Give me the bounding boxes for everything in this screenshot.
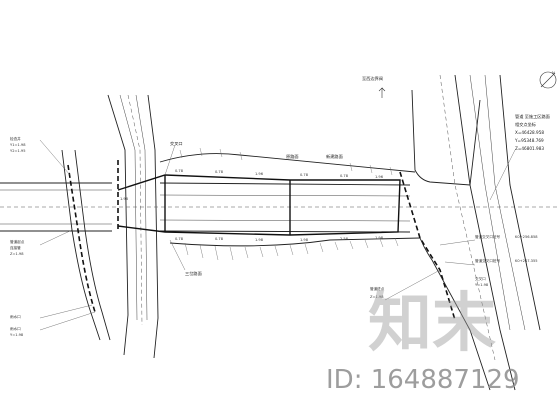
label-bottom-center-1: 三岔路面 — [185, 270, 202, 277]
dimension-label: 0.78 — [340, 174, 349, 178]
label-top-right-2: 相交点坐标 — [515, 121, 536, 128]
right-diagonal-road — [411, 74, 541, 391]
label-top-right-coord-x: X=46428.958 — [515, 130, 544, 135]
label-road-note-1: 原路面 — [286, 153, 299, 160]
annotation-labels: 管道 至施工区路面 相交点坐标 X=46428.958 Y=95348.769 … — [10, 113, 550, 337]
label-bottom-left-2: 雨水口 — [10, 326, 21, 331]
dimension-labels: 0.78 0.78 1.96 0.78 0.78 1.96 0.78 0.78 1.98 1.98… — [120, 169, 384, 242]
dimension-label: 0.78 — [175, 237, 184, 241]
label-left-note-2: 连接管 — [10, 245, 21, 250]
dimension-label: 1.96 — [375, 175, 384, 179]
watermark-id: ID: 164887129 — [326, 365, 520, 395]
label-right-mid-1: 管道交叉口桩号 — [475, 234, 501, 239]
label-right-mid-5: 交叉口 — [475, 276, 486, 281]
label-bottom-center-2: 管道终点 — [370, 286, 385, 291]
label-bottom-center-3: Z=1.98 — [370, 295, 384, 299]
label-left-group-3: Y2=1.95 — [10, 149, 26, 153]
dimension-label: 2.58 — [340, 237, 349, 241]
label-top-right-1: 管道 至施工区路面 — [515, 113, 550, 120]
main-road-horizontal — [0, 153, 560, 247]
dimension-label: 0.78 — [215, 237, 224, 241]
dimension-label: 1.98 — [375, 236, 384, 240]
label-top-right-coord-y: Y=95348.769 — [514, 138, 544, 143]
vertical-road-left — [107, 94, 159, 359]
leader-lines — [39, 139, 516, 331]
label-right-mid-4: K0+247.355 — [515, 259, 538, 263]
label-left-group-2: Y1=1.98 — [10, 143, 26, 147]
label-right-mid-3: 管道交叉口桩号 — [475, 258, 501, 263]
north-label: N — [552, 71, 555, 75]
direction-label: 至西边界阀 — [362, 75, 383, 82]
dimension-label: 1.98 — [255, 238, 264, 242]
label-top-right-elev: Z=46801.983 — [515, 146, 544, 151]
direction-arrow: 至西边界阀 — [362, 75, 386, 98]
label-bottom-left-3: Y=1.98 — [10, 333, 24, 337]
label-right-mid-6: Y=1.98 — [475, 283, 489, 287]
label-right-mid-2: K0+256.858 — [515, 235, 538, 239]
label-left-note-3: Z=1.98 — [10, 252, 24, 256]
dimension-label: 1.98 — [120, 197, 129, 201]
dimension-label: 1.96 — [255, 172, 264, 176]
label-road-note-left: 交叉口 — [170, 140, 183, 147]
dimension-label: 0.78 — [175, 169, 184, 173]
watermark: 知末 ID: 164887129 — [326, 287, 520, 395]
label-road-note-2: 新建路面 — [326, 153, 343, 160]
dimension-label: 0.78 — [215, 170, 224, 174]
pipe-network — [117, 160, 456, 321]
label-left-group-1: 检查井 — [10, 136, 21, 141]
left-curved-street — [61, 149, 111, 341]
slope-hatching — [179, 147, 399, 261]
dimension-label: 0.78 — [300, 173, 309, 177]
north-arrow: N — [539, 71, 557, 89]
dimension-label: 1.98 — [300, 238, 309, 242]
label-bottom-left-1: 雨水口 — [10, 314, 21, 319]
watermark-logo: 知末 — [368, 287, 496, 361]
label-left-note-1: 管道起点 — [10, 239, 25, 244]
